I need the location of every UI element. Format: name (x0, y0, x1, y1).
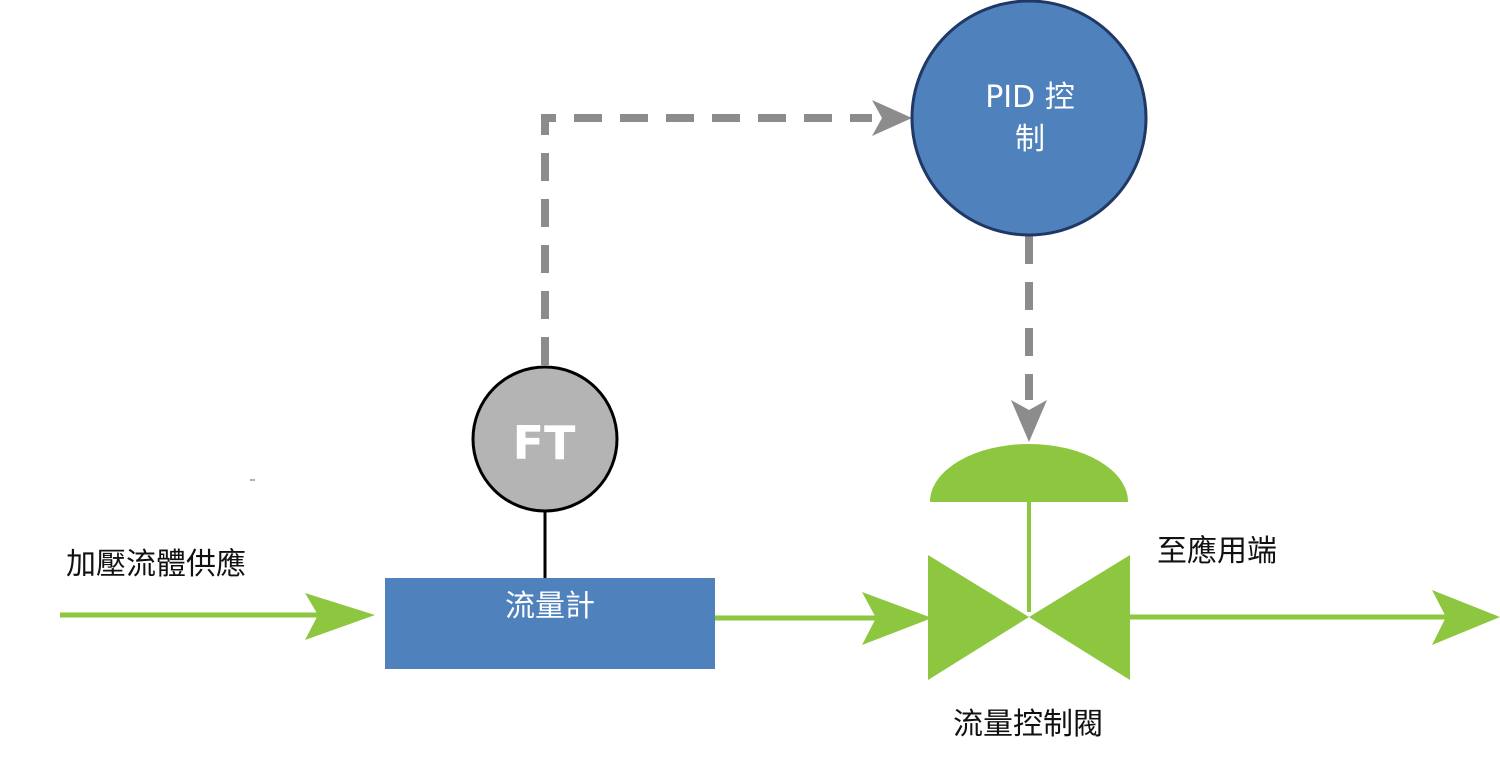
pid-controller-label-line2: 制 (1015, 122, 1045, 157)
pid-controller-circle (910, 0, 1148, 237)
diaphragm-actuator-icon (930, 444, 1128, 502)
supply-flow-arrow (60, 593, 375, 640)
application-label: 至應用端 (1157, 534, 1277, 569)
meter-to-valve-flow-arrow (715, 592, 932, 645)
butterfly-control-valve-icon (928, 555, 1130, 680)
pid-controller-label: PID 控 制 (930, 77, 1130, 161)
flow-transmitter-circle (471, 365, 619, 513)
flow-meter-body (385, 578, 715, 669)
transmitter-signal-line (541, 100, 912, 365)
pid-controller-label-line1: PID 控 (985, 80, 1075, 115)
control-valve-label: 流量控制閥 (953, 707, 1103, 742)
transmitter-label: FT (512, 416, 576, 470)
flow-meter-label: 流量計 (505, 589, 595, 624)
outlet-flow-arrow (1130, 590, 1500, 645)
controller-output-signal-line (1011, 236, 1047, 442)
supply-label: 加壓流體供應 (66, 547, 246, 582)
